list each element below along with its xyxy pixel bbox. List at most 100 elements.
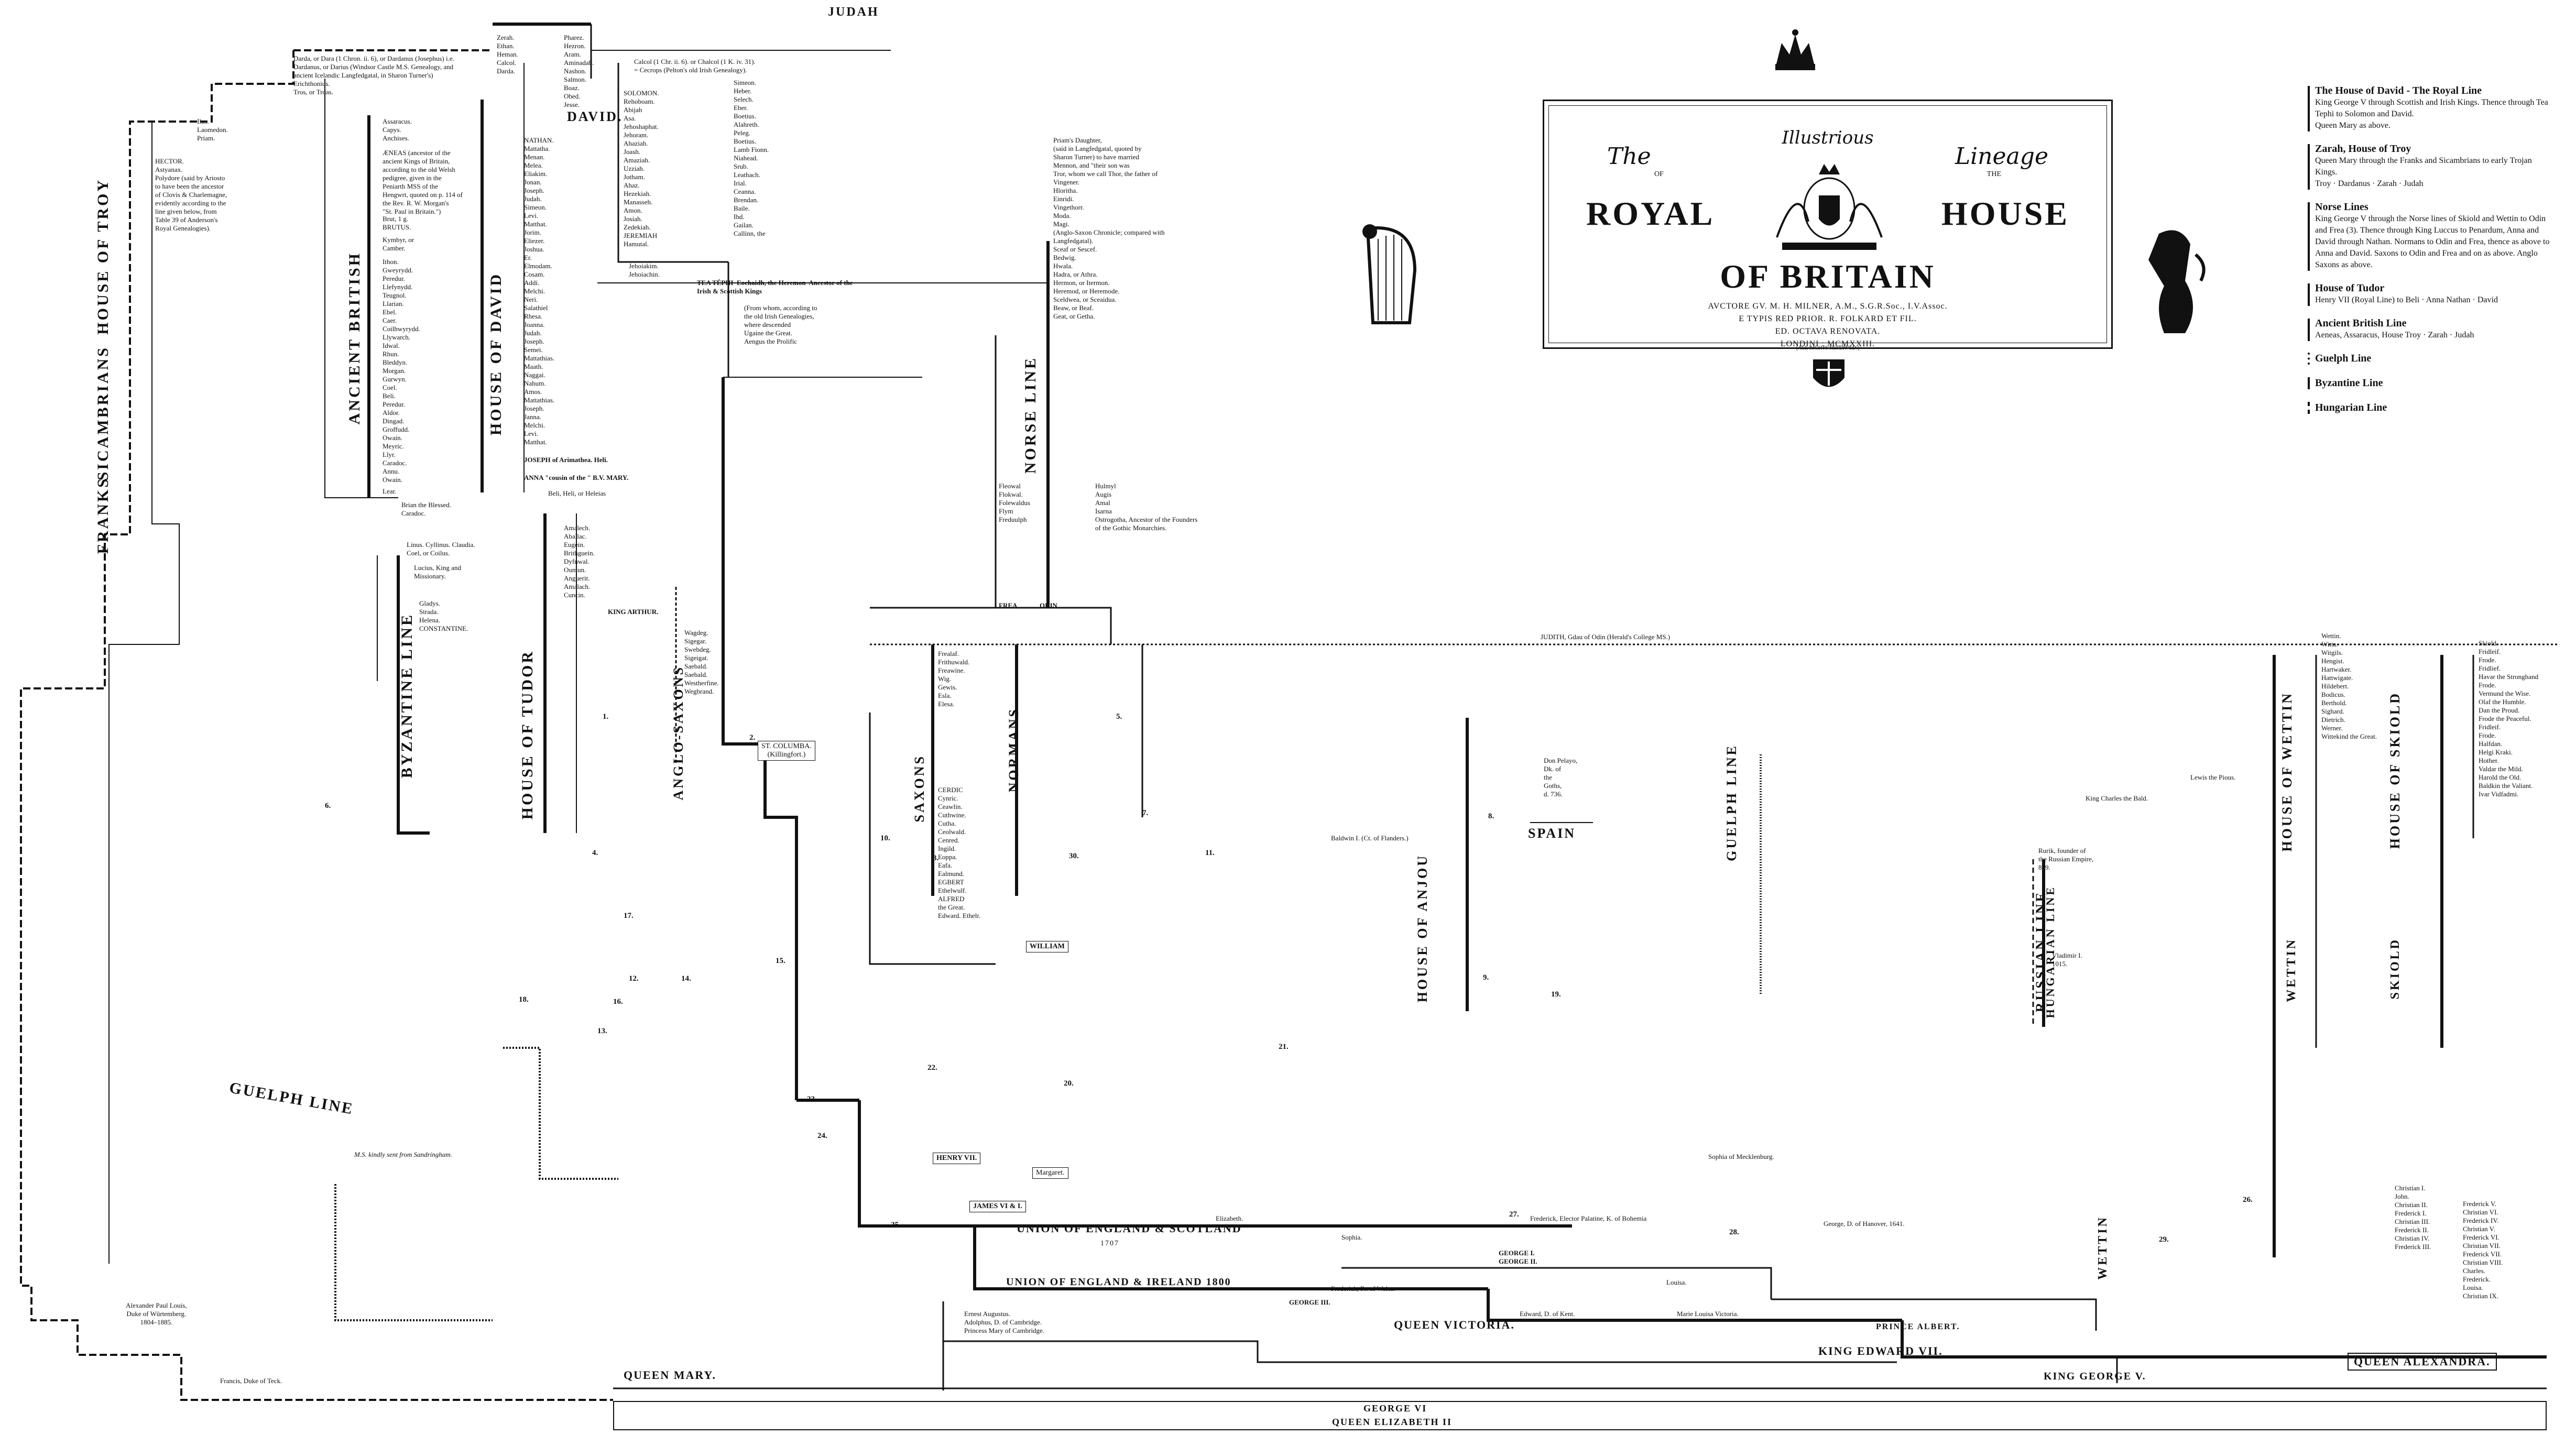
number-marker: 2.: [749, 733, 756, 742]
name-column-cerdic: CERDIC Cynric. Ceawlin. Cuthwine. Cutha.…: [938, 786, 981, 919]
name-lear: Lear.: [383, 487, 397, 495]
legend-title: Ancient British Line: [2315, 317, 2407, 329]
name-rurik: Rurik, founder of the Russian Empire, 87…: [2038, 847, 2094, 871]
title-credits: AVCTORE GV. M. H. MILNER, A.M., S.G.R.So…: [1708, 302, 1948, 348]
number-marker: 3.: [933, 854, 939, 862]
legend-title: House of Tudor: [2315, 282, 2385, 294]
house-of-skiold-label: HOUSE OF SKIOLD: [2387, 692, 2403, 849]
number-marker: 14.: [681, 974, 691, 983]
name-column-denmark: Frederick V. Christian VI. Frederick IV.…: [2463, 1200, 2503, 1300]
title-house: HOUSE: [1941, 195, 2069, 232]
number-marker: 20.: [1064, 1079, 1074, 1088]
george-iii-label: GEORGE III.: [1289, 1298, 1330, 1306]
name-ugaine: (From whom, according to the old Irish G…: [744, 304, 817, 345]
king-george-band: KING GEORGE V.: [2044, 1371, 2146, 1382]
legend-line-label: Byzantine Line: [2315, 377, 2383, 389]
name-teck: Francis, Duke of Teck.: [220, 1377, 282, 1385]
name-column-amalech: Amalech. Aballac. Eugein. Brithguein. Dy…: [564, 524, 595, 599]
number-marker: 9.: [1483, 973, 1489, 982]
number-marker: 30.: [1069, 852, 1079, 860]
edward-kent-label: Edward, D. of Kent.: [1520, 1310, 1575, 1318]
name-column-wettin: Wettin. Witta. Witgils. Hengist. Hartwak…: [2321, 632, 2377, 740]
name-judith: JUDITH, Gdau of Odin (Herald's College M…: [1541, 633, 1671, 641]
name-don-pelayo: Don Pelayo, Dk. of the Goths, d. 736.: [1544, 757, 1578, 798]
prince-albert-label: PRINCE ALBERT.: [1876, 1322, 1960, 1331]
name-column-pharez: Pharez. Hezron. Aram. Aminadab. Nashon. …: [564, 34, 594, 108]
king-edward-band: KING EDWARD VII.: [1818, 1344, 1943, 1357]
name-calcol: Calcol (1 Chr. ii. 6). or Chalcol (1 K. …: [634, 58, 756, 74]
legend-item: Ancient British Line Aeneas, Assaracus, …: [2308, 317, 2554, 341]
number-marker: 27.: [1509, 1210, 1519, 1219]
james-vi-box: JAMES VI & I.: [969, 1201, 1026, 1212]
name-column-ilus: Ilus. Laomedon. Priam.: [197, 117, 228, 142]
house-judah-label: JUDAH: [828, 5, 879, 19]
number-marker: 22.: [927, 1064, 937, 1072]
spain-label: SPAIN: [1528, 826, 1576, 841]
number-marker: 15.: [776, 957, 785, 965]
name-frea: FREA: [999, 601, 1018, 609]
name-vladimir: Vladimir I. 1015.: [2052, 951, 2082, 968]
ancient-british-label: ANCIENT BRITISH: [346, 251, 363, 425]
name-joseph-arimathea: JOSEPH of Arimathea. Heli.: [524, 456, 608, 464]
title-of-britain: OF BRITAIN: [1720, 258, 1936, 295]
legend-line-byzantine: Byzantine Line: [2308, 377, 2554, 389]
number-marker: 6.: [325, 802, 331, 810]
name-jehoiakim: Jehoiakim. Jehoiachin.: [629, 262, 660, 278]
legend-line-label: Hungarian Line: [2315, 402, 2387, 413]
wettin-lower-label: WETTIN: [2096, 1215, 2110, 1280]
number-marker: 4.: [592, 849, 598, 857]
legend-item: Norse Lines King George V through the No…: [2308, 201, 2554, 271]
number-marker: 10.: [880, 834, 890, 842]
name-column-ithon: Ithon. Gweyrydd. Peredur. Llefynydd. Teu…: [383, 258, 420, 484]
name-gladys: Gladys. Strada. Helena. CONSTANTINE.: [419, 599, 468, 632]
title-rights: [ALL RIGHTS RESERVED.]: [1796, 345, 1860, 351]
queen-alexandra-band: QUEEN ALEXANDRA.: [2348, 1353, 2497, 1371]
name-darda: Darda, or Dara (1 Chron. ii. 6), or Dard…: [293, 54, 454, 96]
marie-louisa-label: Marie Louisa Victoria.: [1677, 1310, 1739, 1318]
house-of-anjou-label: HOUSE OF ANJOU: [1415, 854, 1430, 1003]
union-england-scotland-band: UNION OF ENGLAND & SCOTLAND: [1017, 1222, 1242, 1235]
number-marker: 28.: [1729, 1228, 1739, 1236]
title-the: The: [1607, 143, 1651, 170]
name-brut: Brut, 1 g. BRUTUS.: [383, 215, 411, 231]
lion-icon: [2148, 230, 2206, 333]
norse-line-label: NORSE LINE: [1022, 356, 1039, 474]
number-marker: 12.: [629, 974, 639, 983]
name-baldwin: Baldwin I. (Ct. of Flanders.): [1331, 834, 1409, 842]
sophia-label: Sophia.: [1341, 1233, 1362, 1241]
number-marker: 5.: [1116, 713, 1122, 721]
number-marker: 23.: [807, 1095, 817, 1103]
title-of: OF: [1654, 170, 1664, 178]
name-frederick-elector: Frederick, Elector Palatine, K. of Bohem…: [1530, 1214, 1647, 1222]
name-anna: ANNA "cousin of the " B.V. MARY.: [524, 474, 629, 481]
name-column-simeon: Simeon. Heber. Selech. Eber. Boetius. Al…: [734, 79, 769, 237]
legend-title: Zarah, House of Troy: [2315, 143, 2411, 155]
legend-line-hungarian: Hungarian Line: [2308, 402, 2554, 414]
name-linus: Linus. Cyllinus. Claudia. Coel, or Coilu…: [407, 541, 475, 557]
name-column-christian: Christian I. John. Christian II. Frederi…: [2395, 1184, 2431, 1251]
number-marker: 19.: [1551, 990, 1561, 999]
name-kymbyr: Kymbyr, or Camber.: [383, 236, 414, 252]
sicambrians-label: SICAMBRIANS: [94, 346, 112, 481]
name-george-hanover: George, D. of Hanover, 1641.: [1824, 1220, 1905, 1228]
name-capys: Assaracus. Capys. Anchises.: [383, 117, 412, 142]
house-of-wettin-label: HOUSE OF WETTIN: [2279, 692, 2295, 852]
name-column-frealaf: Frealaf. Frithuwald. Freawine. Wig. Gewi…: [938, 650, 970, 708]
name-lucius: Lucius, King and Missionary.: [414, 564, 461, 580]
frederick-wales-label: Frederick, Pr. of Wales.: [1331, 1285, 1395, 1292]
legend-desc: Queen Mary through the Franks and Sicamb…: [2315, 156, 2532, 188]
number-marker: 7.: [1142, 809, 1149, 817]
name-charles-bald: King Charles the Bald.: [2086, 794, 2148, 802]
number-marker: 18.: [519, 995, 529, 1004]
title-lineage: Lineage: [1955, 143, 2048, 170]
legend-desc: King George V through Scottish and Irish…: [2315, 98, 2548, 130]
name-king-arthur: KING ARTHUR.: [608, 608, 659, 616]
queen-mary-band: QUEEN MARY.: [624, 1368, 716, 1382]
legend-item: Zarah, House of Troy Queen Mary through …: [2308, 143, 2554, 190]
name-odin: ODIN: [1040, 601, 1057, 609]
legend: The House of David - The Royal Line King…: [2308, 85, 2554, 426]
legend-item: The House of David - The Royal Line King…: [2308, 85, 2554, 132]
legend-line-guelph: Guelph Line: [2308, 353, 2554, 365]
name-column-skiold: Skiold. Fridleif. Frode. Fridlief. Havar…: [2479, 639, 2539, 798]
